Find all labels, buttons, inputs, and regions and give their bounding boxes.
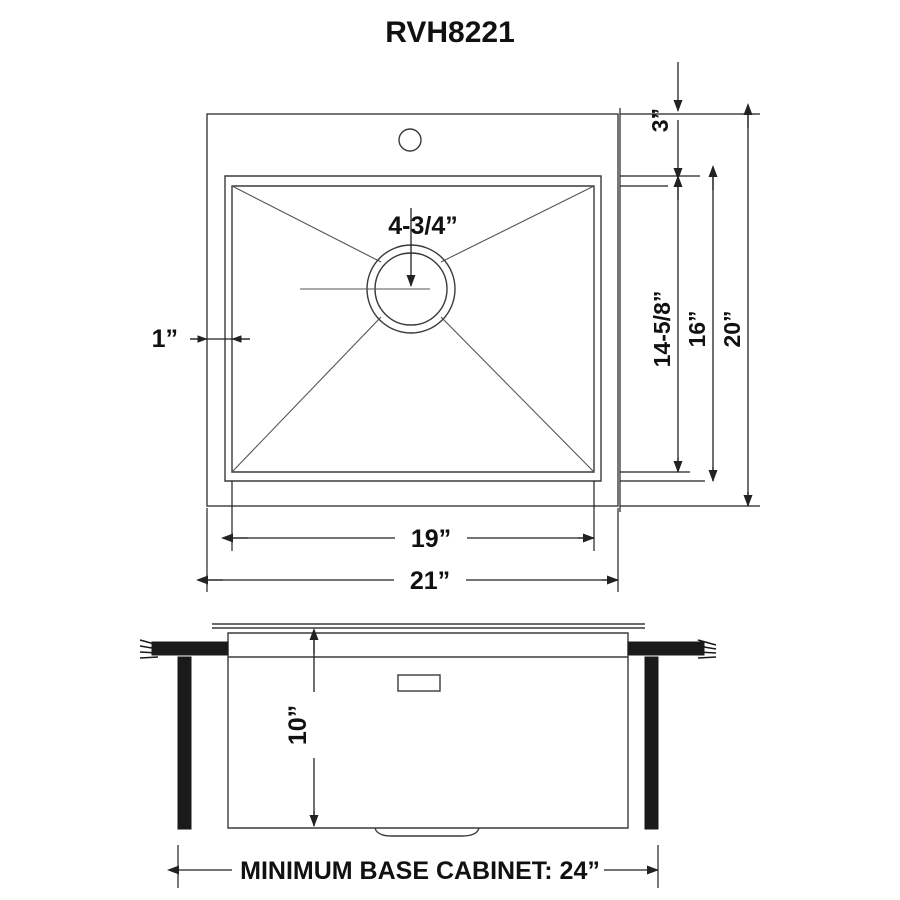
dim-label-overall-width: 21”	[410, 567, 450, 595]
sink-outer-rim	[206, 113, 619, 507]
cabinet-wall-left	[177, 656, 192, 830]
basin-slope-lines	[231, 185, 595, 473]
vertical-dimensions-group: 3” 14-5/8” 16” 20”	[619, 62, 760, 512]
dim-label-overall-depth: 20”	[719, 310, 745, 347]
dim-basin-inner-depth: 14-5/8”	[649, 175, 683, 473]
countertop-hatch-left	[139, 639, 159, 659]
dim-label-basin-inner-depth: 14-5/8”	[649, 291, 675, 368]
countertop-hatch-right	[697, 639, 717, 659]
dim-label-bowl-depth: 10”	[284, 705, 312, 745]
sink-body-section	[227, 632, 629, 829]
brand-plate	[397, 674, 441, 692]
dim-label-basin-width: 19”	[411, 525, 451, 553]
page-title: RVH8221	[385, 16, 515, 49]
dim-label-rim-back-offset: 3”	[647, 108, 673, 132]
top-view: 4-3/4” 1” 3”	[152, 62, 760, 595]
dim-bowl-depth: 10”	[284, 628, 328, 827]
dim-rim-back-offset: 3”	[647, 62, 683, 180]
countertop-slab-left	[151, 641, 229, 656]
basin-deck-edge	[224, 175, 602, 482]
drain-boss	[374, 827, 480, 837]
dim-label-rim-edge: 1”	[152, 325, 178, 353]
dim-label-drain-offset: 4-3/4”	[388, 212, 457, 240]
dim-basin-depth: 16”	[684, 165, 718, 482]
horizontal-dimensions-group: 19” 21”	[196, 481, 619, 595]
dim-overall-width: 21”	[196, 566, 619, 595]
dim-basin-width: 19”	[221, 524, 595, 553]
dim-label-basin-depth: 16”	[684, 310, 710, 347]
front-section-view: 10” MINIMUM BASE CABINET: 24”	[139, 623, 717, 888]
cabinet-wall-right	[644, 656, 659, 830]
dim-overall-depth: 20”	[719, 103, 753, 507]
dim-rim-edge: 1”	[152, 325, 250, 353]
caption-minimum-base-cabinet: MINIMUM BASE CABINET: 24”	[240, 857, 600, 885]
countertop-slab-right	[627, 641, 705, 656]
faucet-hole-icon	[398, 128, 422, 152]
dim-minimum-base-cabinet: MINIMUM BASE CABINET: 24”	[167, 845, 659, 888]
